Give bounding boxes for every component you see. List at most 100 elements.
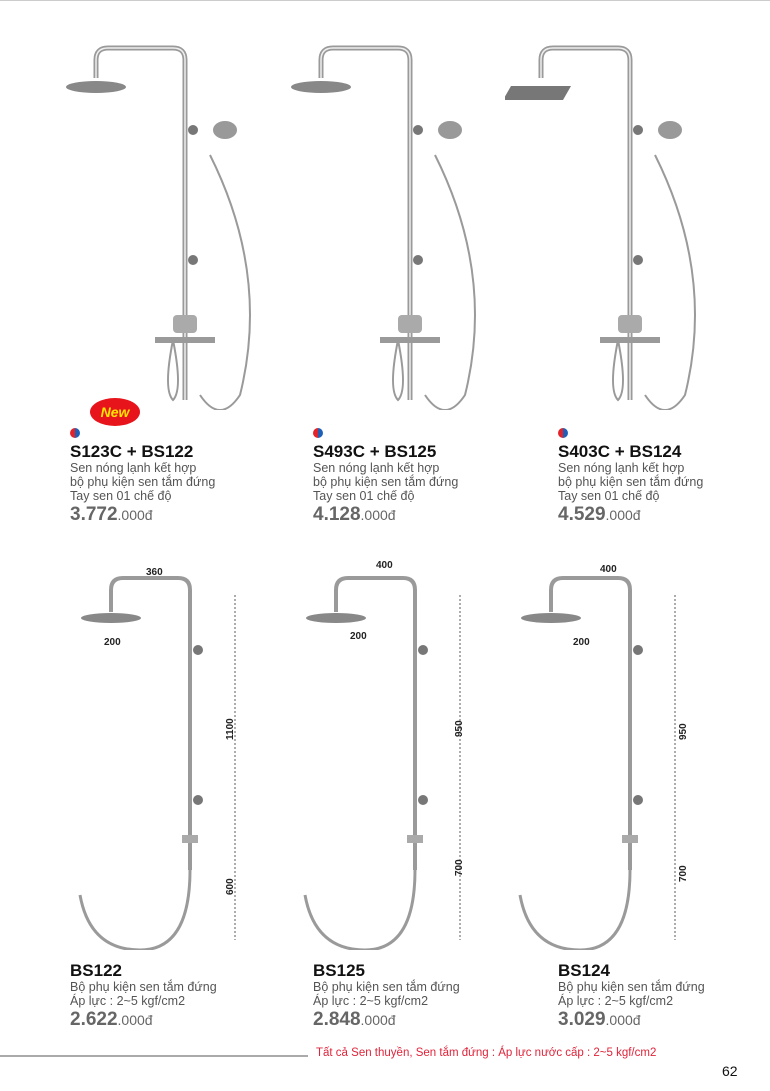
desc-line: bộ phụ kiện sen tắm đứng	[70, 475, 216, 489]
product-name: BS122	[70, 961, 122, 980]
product-image-bs124	[518, 576, 676, 950]
price-main: 3.029	[558, 1009, 606, 1030]
wall-bracket	[413, 255, 423, 265]
wall-bracket	[633, 125, 643, 135]
product-info: S123C + BS122 Sen nóng lạnh kết hợp bộ p…	[70, 428, 216, 525]
mixer-valve	[398, 315, 422, 333]
shower-rod	[334, 576, 417, 870]
product-image-bs122	[78, 576, 236, 950]
desc-line: Bộ phụ kiện sen tắm đứng	[313, 980, 460, 994]
dim-height: 950	[678, 723, 689, 740]
product-image-s123c	[66, 45, 251, 410]
hose	[644, 154, 696, 410]
price: 3.029.000đ	[558, 1010, 705, 1029]
diverter	[622, 835, 638, 843]
dim-lower: 700	[678, 865, 689, 882]
hot-cold-icon	[558, 428, 568, 438]
price-suffix: .000đ	[360, 1012, 396, 1028]
desc-line: Áp lực : 2~5 kgf/cm2	[70, 994, 186, 1008]
desc-line: Áp lực : 2~5 kgf/cm2	[558, 994, 674, 1008]
product-info: BS122 Bộ phụ kiện sen tắm đứng Áp lực : …	[70, 961, 217, 1029]
hose-loop	[167, 339, 179, 402]
price-main: 2.848	[313, 1009, 361, 1030]
desc-line: Tay sen 01 chế độ	[313, 489, 415, 503]
shower-head	[291, 81, 351, 93]
product-name: BS125	[313, 961, 365, 980]
hose-loop	[612, 339, 624, 402]
rod-highlight	[320, 47, 411, 400]
product-image-s403c	[505, 45, 696, 410]
desc-line: Bộ phụ kiện sen tắm đứng	[70, 980, 217, 994]
hose	[303, 869, 417, 950]
mixer-valve	[173, 315, 197, 333]
dim-height: 950	[454, 720, 465, 737]
product-info: BS124 Bộ phụ kiện sen tắm đứng Áp lực : …	[558, 961, 705, 1029]
desc-line: Sen nóng lạnh kết hợp	[70, 461, 197, 475]
hose-loop	[392, 339, 404, 402]
product-image-bs125	[303, 576, 461, 950]
shower-rod	[549, 576, 632, 870]
hose	[518, 869, 632, 950]
price-suffix: .000đ	[605, 507, 641, 523]
dim-arm: 400	[376, 560, 393, 571]
dim-head: 200	[104, 637, 121, 648]
wall-bracket	[193, 645, 203, 655]
footer-rule	[0, 1055, 308, 1057]
new-badge: New	[90, 398, 140, 426]
product-name: S403C + BS124	[558, 442, 682, 461]
rod-highlight	[95, 47, 186, 400]
desc-line: Sen nóng lạnh kết hợp	[558, 461, 685, 475]
desc-line: bộ phụ kiện sen tắm đứng	[313, 475, 459, 489]
wall-bracket	[418, 645, 428, 655]
diverter	[407, 835, 423, 843]
desc-line: bộ phụ kiện sen tắm đứng	[558, 475, 704, 489]
price-suffix: .000đ	[117, 1012, 153, 1028]
dim-arm: 360	[146, 567, 163, 578]
price: 2.622.000đ	[70, 1010, 217, 1029]
page-number: 62	[722, 1063, 738, 1079]
dim-lower: 700	[454, 859, 465, 876]
wall-bracket	[413, 125, 423, 135]
product-info: S403C + BS124 Sen nóng lạnh kết hợp bộ p…	[558, 428, 704, 524]
dim-arm: 400	[600, 564, 617, 575]
product-name: S123C + BS122	[70, 442, 194, 461]
product-info: BS125 Bộ phụ kiện sen tắm đứng Áp lực : …	[313, 961, 460, 1029]
price-suffix: .000đ	[117, 507, 153, 523]
price: 4.529.000đ	[558, 505, 703, 524]
hose	[424, 154, 476, 410]
hand-shower	[438, 121, 462, 139]
wall-bracket	[633, 645, 643, 655]
desc-line: Tay sen 01 chế độ	[558, 489, 660, 503]
hose	[199, 154, 251, 410]
hot-cold-icon	[313, 428, 323, 438]
desc-line: Áp lực : 2~5 kgf/cm2	[313, 994, 429, 1008]
hot-cold-icon	[70, 428, 80, 438]
shower-head	[81, 613, 141, 623]
dim-head: 200	[350, 631, 367, 642]
price-suffix: .000đ	[360, 507, 396, 523]
shower-head	[505, 86, 571, 100]
wall-bracket	[188, 255, 198, 265]
wall-bracket	[633, 255, 643, 265]
price-main: 2.622	[70, 1009, 118, 1030]
shower-head	[521, 613, 581, 623]
wall-bracket	[633, 795, 643, 805]
rod-highlight	[540, 47, 631, 400]
desc-line: Sen nóng lạnh kết hợp	[313, 461, 440, 475]
hand-shower	[658, 121, 682, 139]
product-name: BS124	[558, 961, 610, 980]
price: 2.848.000đ	[313, 1010, 460, 1029]
shower-head	[66, 81, 126, 93]
desc-line: Tay sen 01 chế độ	[70, 489, 172, 503]
wall-bracket	[418, 795, 428, 805]
product-image-s493c	[291, 45, 476, 410]
shower-rod	[109, 576, 192, 870]
top-border	[0, 0, 770, 1]
price-suffix: .000đ	[605, 1012, 641, 1028]
diverter	[182, 835, 198, 843]
hose	[78, 869, 192, 950]
price-main: 4.128	[313, 504, 361, 525]
price-main: 4.529	[558, 504, 606, 525]
price-main: 3.772	[70, 504, 118, 525]
